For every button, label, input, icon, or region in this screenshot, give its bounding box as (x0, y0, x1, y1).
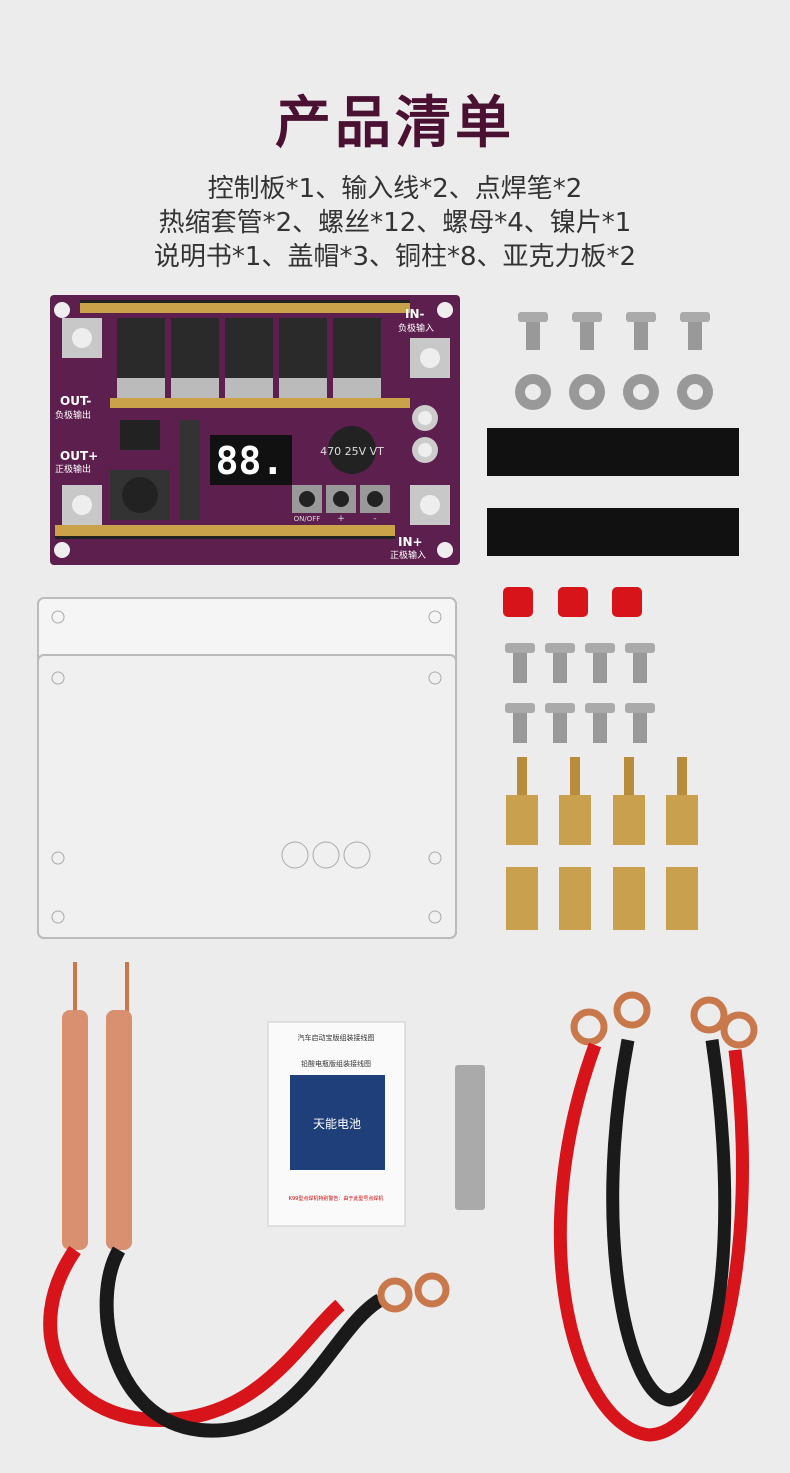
nickel-strip (455, 1065, 485, 1210)
digit-display (210, 435, 292, 485)
welding-pens (43, 962, 450, 1438)
item-list-line-2: 热缩套管*2、螺丝*12、螺母*4、镍片*1 (158, 208, 632, 238)
minus-button[interactable] (367, 491, 383, 507)
onoff-label: ON/OFF (294, 515, 321, 523)
in-plus-label: IN+ (398, 535, 423, 549)
heat-shrink-tube-1 (487, 428, 739, 476)
minus-label: - (373, 514, 376, 524)
capacitor (328, 426, 376, 474)
capacitor-label: 470 25V VT (320, 445, 384, 458)
item-list-line-1: 控制板*1、输入线*2、点焊笔*2 (207, 174, 583, 204)
item-list: 控制板*1、输入线*2、点焊笔*2 热缩套管*2、螺丝*12、螺母*4、镍片*1… (0, 172, 790, 274)
screws-middle (505, 643, 655, 743)
red-caps (503, 587, 642, 617)
out-plus-sub: 正极输出 (55, 463, 91, 475)
in-plus-sub: 正极输入 (390, 549, 426, 561)
display-digits: 88. (216, 439, 285, 483)
heat-shrink-tube-2 (487, 508, 739, 556)
plus-button[interactable] (333, 491, 349, 507)
out-plus-label: OUT+ (60, 449, 98, 463)
out-minus-sub: 负极输出 (55, 409, 91, 421)
out-minus-label: OUT- (60, 394, 91, 408)
manual-header: 汽车启动宝版组装接线图 (298, 1033, 375, 1042)
acrylic-plates (37, 597, 457, 939)
manual-sub: 铅酸电瓶版组装接线图 (301, 1059, 371, 1068)
input-cables (553, 991, 758, 1442)
onoff-button[interactable] (299, 491, 315, 507)
in-minus-label: IN- (405, 307, 425, 321)
manual-warning: K99型点焊机特别警告：由于此型号点焊机 (289, 1195, 384, 1202)
plus-label: + (337, 514, 345, 524)
screws-top (518, 312, 710, 350)
control-board: 88. 470 25V VT ON/OFF + - IN- 负极输入 OUT- … (50, 295, 460, 565)
brass-standoffs (506, 757, 698, 930)
item-list-line-3: 说明书*1、盖帽*3、铜柱*8、亚克力板*2 (153, 242, 637, 272)
manual: 汽车启动宝版组装接线图 铅酸电瓶版组装接线图 天能电池 K99型点焊机特别警告：… (267, 1021, 406, 1227)
manual-battery-label: 天能电池 (313, 1117, 361, 1131)
page-title: 产品清单 (275, 91, 515, 156)
mosfet-row (117, 318, 381, 398)
nuts (515, 374, 713, 410)
in-minus-sub: 负极输入 (398, 322, 434, 334)
